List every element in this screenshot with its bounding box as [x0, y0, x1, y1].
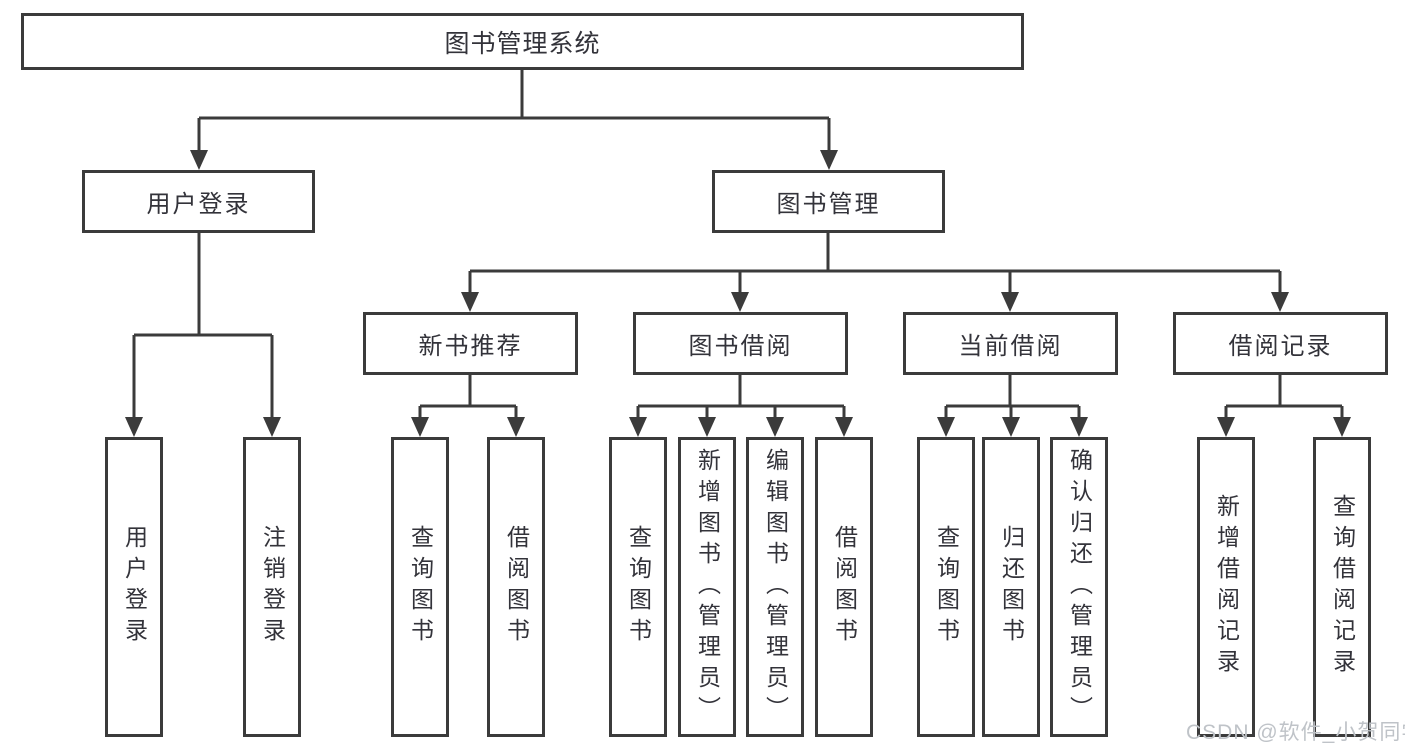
leaf-newbook-query-books: 查询图书: [391, 437, 449, 737]
leaf-newbook-borrow-books: 借阅图书: [487, 437, 545, 737]
leaf-query-borrow-record: 查询借阅记录: [1313, 437, 1371, 737]
leaf-borrow-books: 借阅图书: [815, 437, 873, 737]
csdn-watermark: CSDN @软件_小贺同学: [1186, 721, 1405, 744]
leaf-borrow-query-books: 查询图书: [609, 437, 667, 737]
leaf-current-query-books: 查询图书: [917, 437, 975, 737]
node-book-management: 图书管理: [712, 170, 945, 233]
node-library-system-label: 图书管理系统: [444, 29, 601, 58]
leaf-confirm-return-admin: 确认归还（管理员）: [1050, 437, 1108, 737]
node-user-login: 用户登录: [82, 170, 315, 233]
node-borrow-record: 借阅记录: [1173, 312, 1388, 375]
node-library-system: 图书管理系统: [21, 13, 1024, 70]
leaf-logout: 注销登录: [243, 437, 301, 737]
leaf-return-books: 归还图书: [982, 437, 1040, 737]
node-book-borrow: 图书借阅: [633, 312, 848, 375]
leaf-edit-books-admin: 编辑图书（管理员）: [746, 437, 804, 737]
arrowheads: [125, 150, 1351, 437]
node-book-management-label: 图书管理: [776, 191, 881, 218]
node-book-borrow-label: 图书借阅: [688, 333, 793, 360]
leaf-add-books-admin: 新增图书（管理员）: [678, 437, 736, 737]
node-user-login-label: 用户登录: [146, 191, 251, 218]
leaf-add-borrow-record: 新增借阅记录: [1197, 437, 1255, 737]
node-current-borrow: 当前借阅: [903, 312, 1118, 375]
node-borrow-record-label: 借阅记录: [1228, 333, 1333, 360]
node-new-book-recommend: 新书推荐: [363, 312, 578, 375]
node-new-book-recommend-label: 新书推荐: [418, 333, 523, 360]
node-current-borrow-label: 当前借阅: [958, 333, 1063, 360]
leaf-user-login: 用户登录: [105, 437, 163, 737]
